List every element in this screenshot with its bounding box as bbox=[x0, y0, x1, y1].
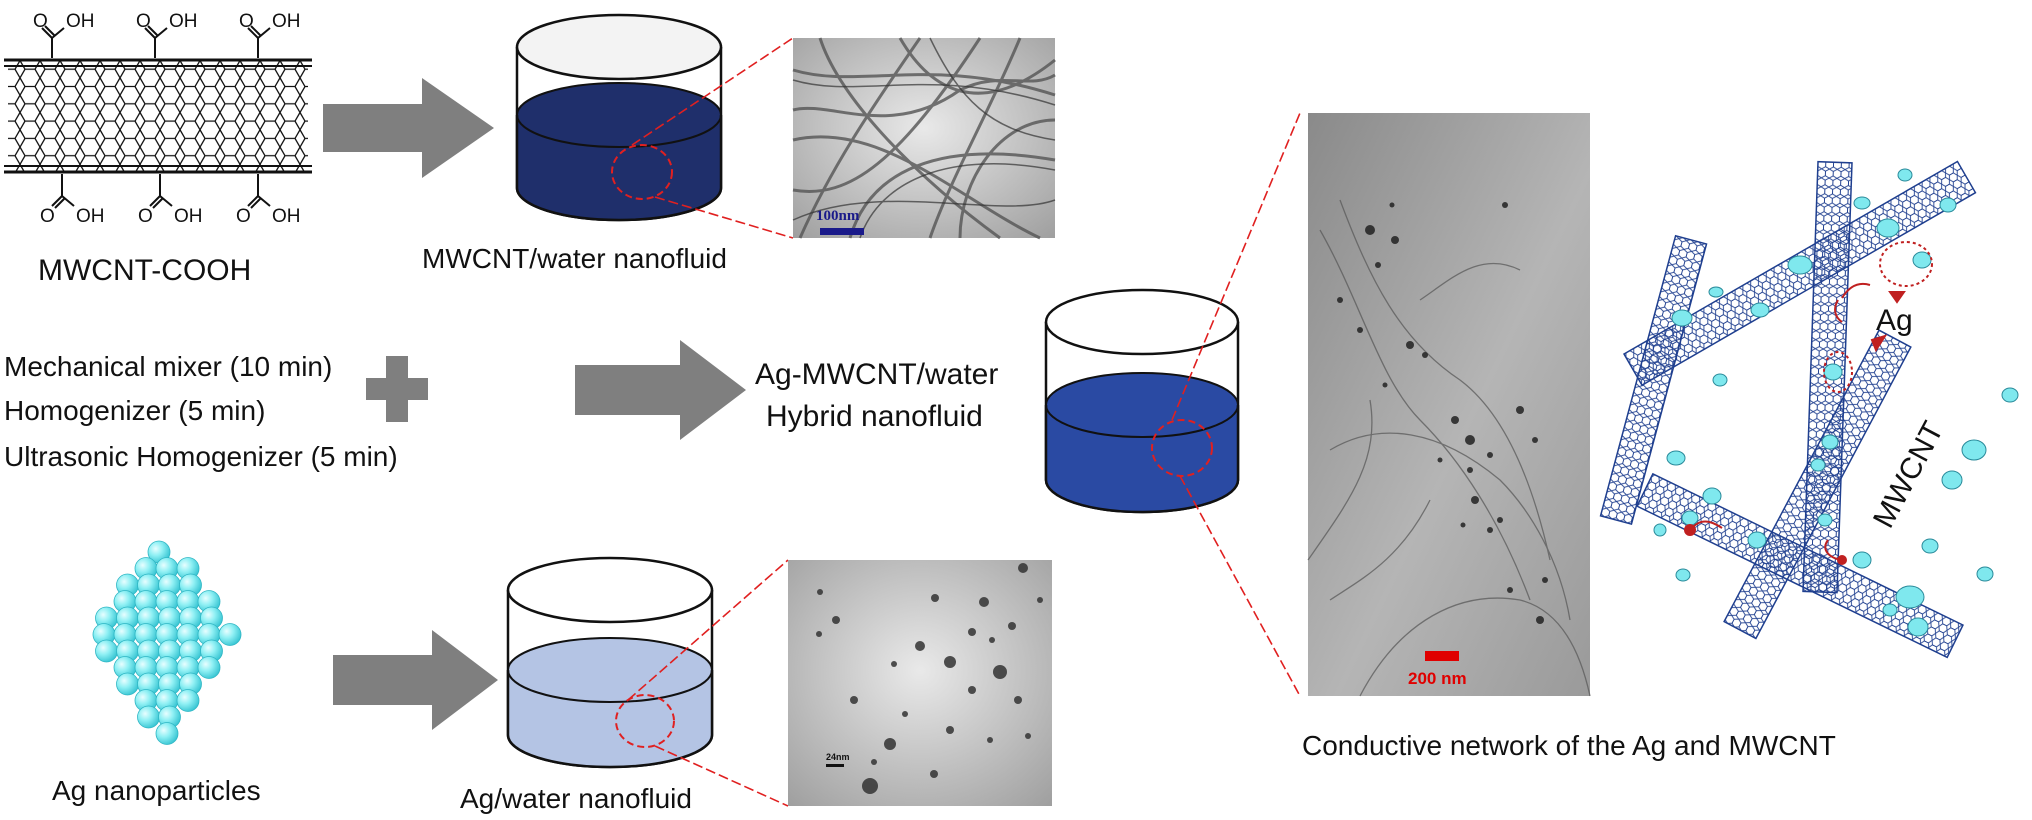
nanotube-lower bbox=[1636, 472, 1964, 659]
ag-particles-on-tubes bbox=[1653, 168, 2019, 637]
ag-sphere bbox=[137, 705, 160, 729]
scale-label: 200 nm bbox=[1408, 669, 1467, 688]
conductive-network-label: Conductive network of the Ag and MWCNT bbox=[1302, 730, 1836, 761]
beaker-hybrid bbox=[1044, 288, 1240, 514]
svg-text:OH: OH bbox=[76, 206, 105, 227]
ag-tem-particle bbox=[817, 589, 823, 595]
arrow-3 bbox=[333, 630, 498, 730]
process-step-1: Mechanical mixer (10 min) bbox=[4, 351, 332, 382]
ag-sphere bbox=[197, 656, 221, 679]
ag-tem-particle bbox=[946, 726, 954, 734]
ag-tem-particle bbox=[930, 770, 938, 778]
ag-tem-particle bbox=[931, 594, 939, 602]
ag-tem-particle bbox=[993, 665, 1007, 679]
ag-sphere bbox=[176, 689, 200, 712]
ag-water-label: Ag/water nanofluid bbox=[460, 783, 692, 814]
scale-label: 100nm bbox=[816, 208, 860, 224]
svg-text:O: O bbox=[138, 206, 153, 227]
ag-tem-particle bbox=[1014, 696, 1022, 704]
zoom-lines-mwcnt bbox=[631, 37, 794, 239]
ag-tem-particle bbox=[891, 661, 897, 667]
mwcnt-water-label: MWCNT/water nanofluid bbox=[422, 243, 727, 274]
network-ag-label: Ag bbox=[1876, 304, 1913, 337]
mwcnt-cooh-structure: O OH O OH O OH O OH O OH bbox=[4, 11, 312, 227]
svg-text:OH: OH bbox=[169, 11, 198, 32]
zoom-lines-ag bbox=[627, 559, 789, 807]
beaker-ag-water bbox=[506, 556, 714, 769]
ag-tem-particle bbox=[968, 628, 976, 636]
ag-sphere bbox=[116, 672, 139, 696]
svg-text:O: O bbox=[33, 11, 48, 32]
scale-bar bbox=[1425, 651, 1459, 661]
hybrid-label-line1: Ag-MWCNT/water bbox=[755, 358, 998, 391]
process-step-2: Homogenizer (5 min) bbox=[4, 395, 265, 426]
ag-tem-particle bbox=[1037, 597, 1043, 603]
ag-sphere bbox=[218, 623, 242, 646]
ag-tem-particle bbox=[989, 637, 995, 643]
tem-image-ag: 24nm bbox=[788, 560, 1052, 806]
arrow-2 bbox=[575, 340, 746, 440]
svg-text:OH: OH bbox=[174, 206, 203, 227]
ag-tem-particle bbox=[871, 759, 877, 765]
tem-image-mwcnt: 100nm bbox=[792, 37, 1056, 240]
ag-tem-particle bbox=[1008, 622, 1016, 630]
scale-bar bbox=[826, 764, 844, 767]
ag-tem-particle bbox=[862, 778, 878, 794]
svg-text:O: O bbox=[239, 11, 254, 32]
hybrid-label-line2: Hybrid nanofluid bbox=[766, 400, 983, 433]
ag-tem-particle bbox=[987, 737, 993, 743]
network-mwcnt-label: MWCNT bbox=[1867, 416, 1950, 533]
beaker-mwcnt-water bbox=[515, 13, 723, 222]
svg-text:OH: OH bbox=[272, 206, 301, 227]
ag-tem-particle bbox=[968, 686, 976, 694]
svg-text:OH: OH bbox=[272, 11, 301, 32]
ag-nanoparticles-label: Ag nanoparticles bbox=[52, 775, 261, 806]
scale-bar bbox=[820, 228, 864, 235]
ag-tem-particle bbox=[816, 631, 822, 637]
svg-text:O: O bbox=[136, 11, 151, 32]
ag-sphere bbox=[155, 722, 179, 745]
plus-icon bbox=[366, 356, 428, 422]
svg-text:O: O bbox=[40, 206, 55, 227]
svg-text:OH: OH bbox=[66, 11, 95, 32]
nanotube-wall bbox=[8, 60, 308, 172]
ag-tem-particle bbox=[850, 696, 858, 704]
electron-pathways bbox=[1684, 241, 1933, 565]
ag-nanoparticle-cluster bbox=[92, 540, 242, 745]
ag-tem-particle bbox=[1018, 563, 1028, 573]
conductive-network-illustration: Ag MWCNT bbox=[1599, 160, 2019, 659]
tem-image-hybrid: 200 nm bbox=[1307, 113, 1591, 697]
ag-sphere bbox=[95, 639, 118, 663]
process-step-3: Ultrasonic Homogenizer (5 min) bbox=[4, 441, 398, 472]
nanotube-left bbox=[1599, 234, 1708, 526]
ag-tem-particle bbox=[979, 597, 989, 607]
arrow-1 bbox=[323, 78, 494, 178]
mwcnt-cooh-label: MWCNT-COOH bbox=[38, 254, 251, 287]
ag-tem-particle bbox=[884, 738, 896, 750]
ag-tem-particle bbox=[902, 711, 908, 717]
svg-text:O: O bbox=[236, 206, 251, 227]
ag-tem-particle bbox=[832, 616, 840, 624]
cooh-group-bottom: O OH O OH O OH bbox=[40, 174, 301, 227]
ag-tem-particle bbox=[915, 641, 925, 651]
scale-label: 24nm bbox=[826, 752, 850, 762]
ag-tem-particle bbox=[1025, 733, 1031, 739]
ag-tem-particle bbox=[944, 656, 956, 668]
cooh-group-top: O OH O OH O OH bbox=[33, 11, 301, 58]
